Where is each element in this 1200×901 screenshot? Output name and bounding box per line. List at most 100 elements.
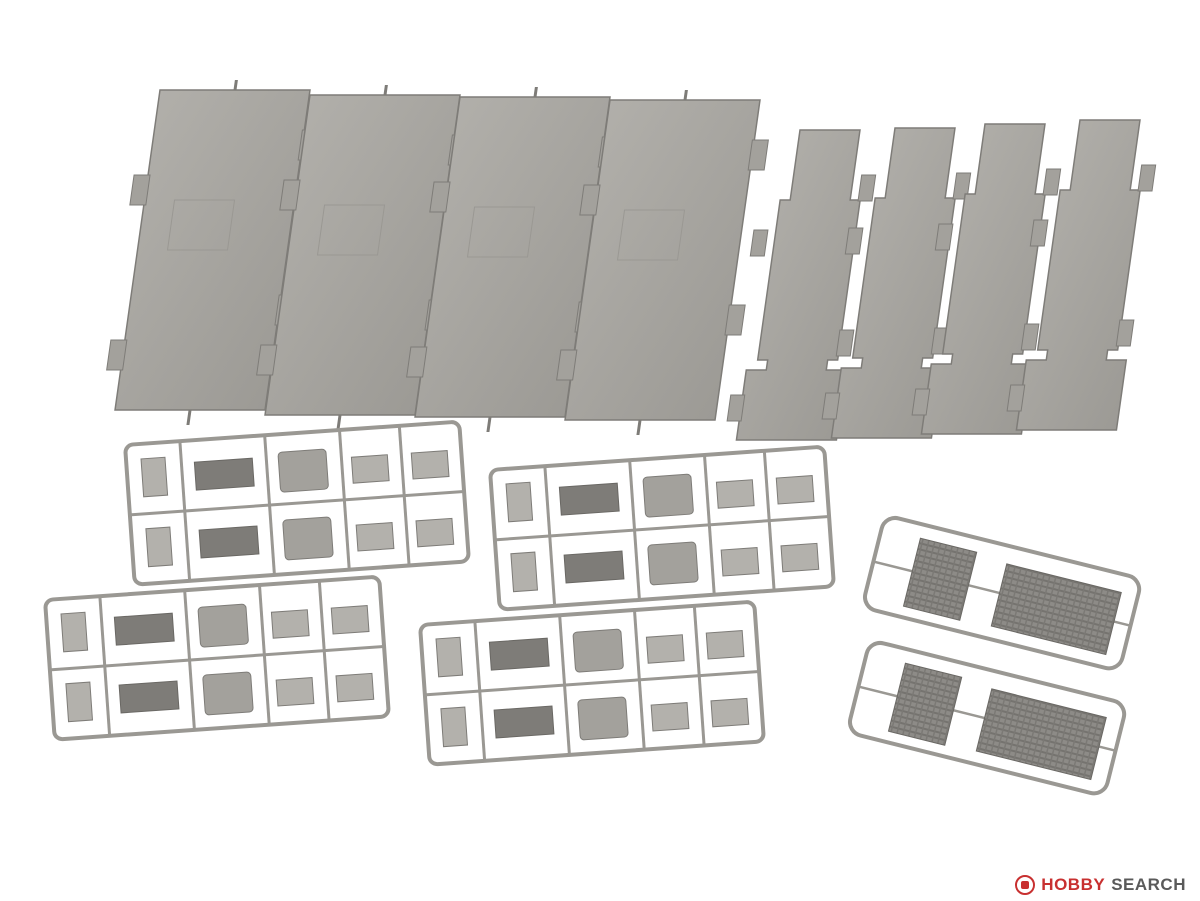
sprue-frame <box>488 445 836 612</box>
pin <box>233 80 238 90</box>
tile-part <box>335 672 375 703</box>
tile-part <box>720 547 760 577</box>
side-tab <box>857 174 877 202</box>
bracket-part <box>488 637 550 671</box>
side-tab <box>556 349 578 381</box>
pin <box>683 90 688 100</box>
box-part <box>647 541 699 586</box>
tile-part <box>410 450 450 480</box>
plate-body <box>1015 119 1142 431</box>
box-part <box>202 671 254 716</box>
watermark: HOBBY SEARCH <box>1015 875 1186 895</box>
side-tab <box>747 139 769 171</box>
side-tab <box>726 394 746 422</box>
bracket-part <box>118 680 180 714</box>
small-parts-sprues <box>43 420 836 767</box>
panel-detail <box>316 204 386 256</box>
large-grille-part <box>990 563 1122 656</box>
box-part <box>277 448 329 493</box>
box-part <box>642 473 694 518</box>
clip-part <box>60 611 89 653</box>
side-tab <box>256 344 278 376</box>
side-tab <box>579 184 601 216</box>
bracket-part <box>493 705 555 739</box>
sprue-gate <box>129 489 465 517</box>
grille-sprue <box>847 640 1127 796</box>
plate-body <box>830 127 957 439</box>
pin <box>486 417 492 432</box>
pin <box>336 415 342 430</box>
clip-part <box>145 526 174 568</box>
side-tab <box>129 174 151 206</box>
sprue-gate <box>49 644 385 672</box>
side-tab <box>1137 164 1157 192</box>
panel-detail <box>466 206 536 258</box>
panel-detail <box>616 209 686 261</box>
hobby-search-logo-icon <box>1015 875 1036 895</box>
clip-part <box>505 481 534 523</box>
tile-part <box>705 630 745 660</box>
sprue-runner <box>123 420 471 587</box>
side-tab <box>1115 319 1135 347</box>
side-tab <box>1029 219 1049 247</box>
side-tab <box>934 223 954 251</box>
clip-part <box>65 681 94 723</box>
long-floor-plates <box>106 80 769 435</box>
side-tab <box>279 179 301 211</box>
short-plate <box>726 129 877 441</box>
sprue-runner <box>43 575 391 742</box>
tile-part <box>775 475 815 505</box>
grille-sprues <box>847 515 1142 796</box>
long-plate <box>556 90 769 435</box>
box-part <box>577 696 629 741</box>
tile-part <box>355 522 395 552</box>
side-tab <box>429 181 451 213</box>
side-tab <box>844 227 864 255</box>
bracket-part <box>563 550 625 584</box>
box-part <box>572 628 624 673</box>
side-tab <box>1020 323 1040 351</box>
side-tab <box>821 392 841 420</box>
sprue-gate <box>494 514 830 542</box>
sprue-frame <box>43 575 391 742</box>
watermark-suffix: SEARCH <box>1111 875 1186 894</box>
clip-part <box>140 456 169 498</box>
large-grille-part <box>975 688 1107 781</box>
tile-part <box>350 454 390 484</box>
tile-part <box>330 605 370 635</box>
small-grille-part <box>902 537 978 621</box>
tile-part <box>275 677 315 707</box>
box-part <box>282 516 334 561</box>
bracket-part <box>113 612 175 646</box>
side-tab <box>911 388 931 416</box>
small-grille-part <box>887 662 963 746</box>
watermark-brand: HOBBY <box>1041 875 1106 894</box>
sprue-gate <box>424 669 760 697</box>
panel-detail <box>166 199 236 251</box>
grille-sprue <box>862 515 1142 671</box>
pin <box>383 85 388 95</box>
tile-part <box>780 542 820 573</box>
clip-part <box>440 706 469 748</box>
clip-part <box>435 636 464 678</box>
tile-part <box>715 479 755 509</box>
bracket-part <box>198 525 260 559</box>
plate-body <box>920 123 1047 435</box>
tile-part <box>650 702 690 732</box>
short-plate <box>911 123 1062 435</box>
pin <box>636 420 642 435</box>
side-tab <box>406 346 428 378</box>
short-floor-plates <box>726 119 1157 441</box>
side-tab <box>749 229 769 257</box>
tile-part <box>710 697 750 728</box>
short-plate <box>1006 119 1157 431</box>
side-tab <box>835 329 855 357</box>
side-tab <box>952 172 972 200</box>
bracket-part <box>193 457 255 491</box>
pin <box>186 410 192 425</box>
side-tab <box>724 304 746 336</box>
tile-part <box>645 634 685 664</box>
bracket-part <box>558 482 620 516</box>
sprue-frame <box>123 420 471 587</box>
